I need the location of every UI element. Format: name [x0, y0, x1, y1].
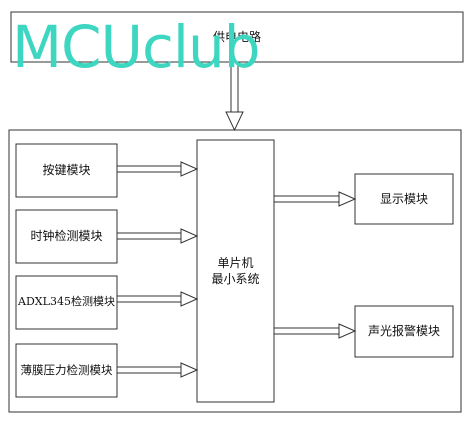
power-supply-label: 供电电路 — [212, 29, 261, 44]
mcu-box — [196, 139, 275, 403]
output-box-display — [354, 173, 454, 225]
watermark-logo: MCUclub — [12, 13, 261, 81]
arrow-clock-to-mcu — [117, 228, 199, 244]
arrow-adxl345-to-mcu — [117, 291, 199, 307]
input-label-clock: 时钟检测模块 — [30, 229, 103, 244]
mcu-label-line2: 最小系统 — [211, 272, 260, 286]
input-label-adxl345: ADXL345检测模块 — [18, 295, 115, 309]
power-supply-box — [10, 11, 464, 63]
input-box-pressure — [15, 343, 118, 398]
arrow-mcu-to-display — [274, 191, 357, 207]
output-label-display: 显示模块 — [379, 191, 428, 206]
arrow-keys-to-mcu — [117, 161, 199, 177]
arrow-pressure-to-mcu — [117, 362, 199, 378]
input-box-clock — [15, 209, 118, 264]
input-label-pressure: 薄膜压力检测模块 — [20, 362, 113, 377]
mcu-label: 单片机 最小系统 — [197, 140, 274, 402]
input-label-keys: 按键模块 — [42, 163, 91, 178]
output-label-alarm: 声光报警模块 — [367, 324, 440, 339]
power-arrow — [225, 62, 244, 132]
arrow-mcu-to-alarm — [274, 323, 357, 339]
input-box-keys — [15, 143, 118, 198]
mcu-label-line1: 单片机 — [217, 255, 254, 270]
